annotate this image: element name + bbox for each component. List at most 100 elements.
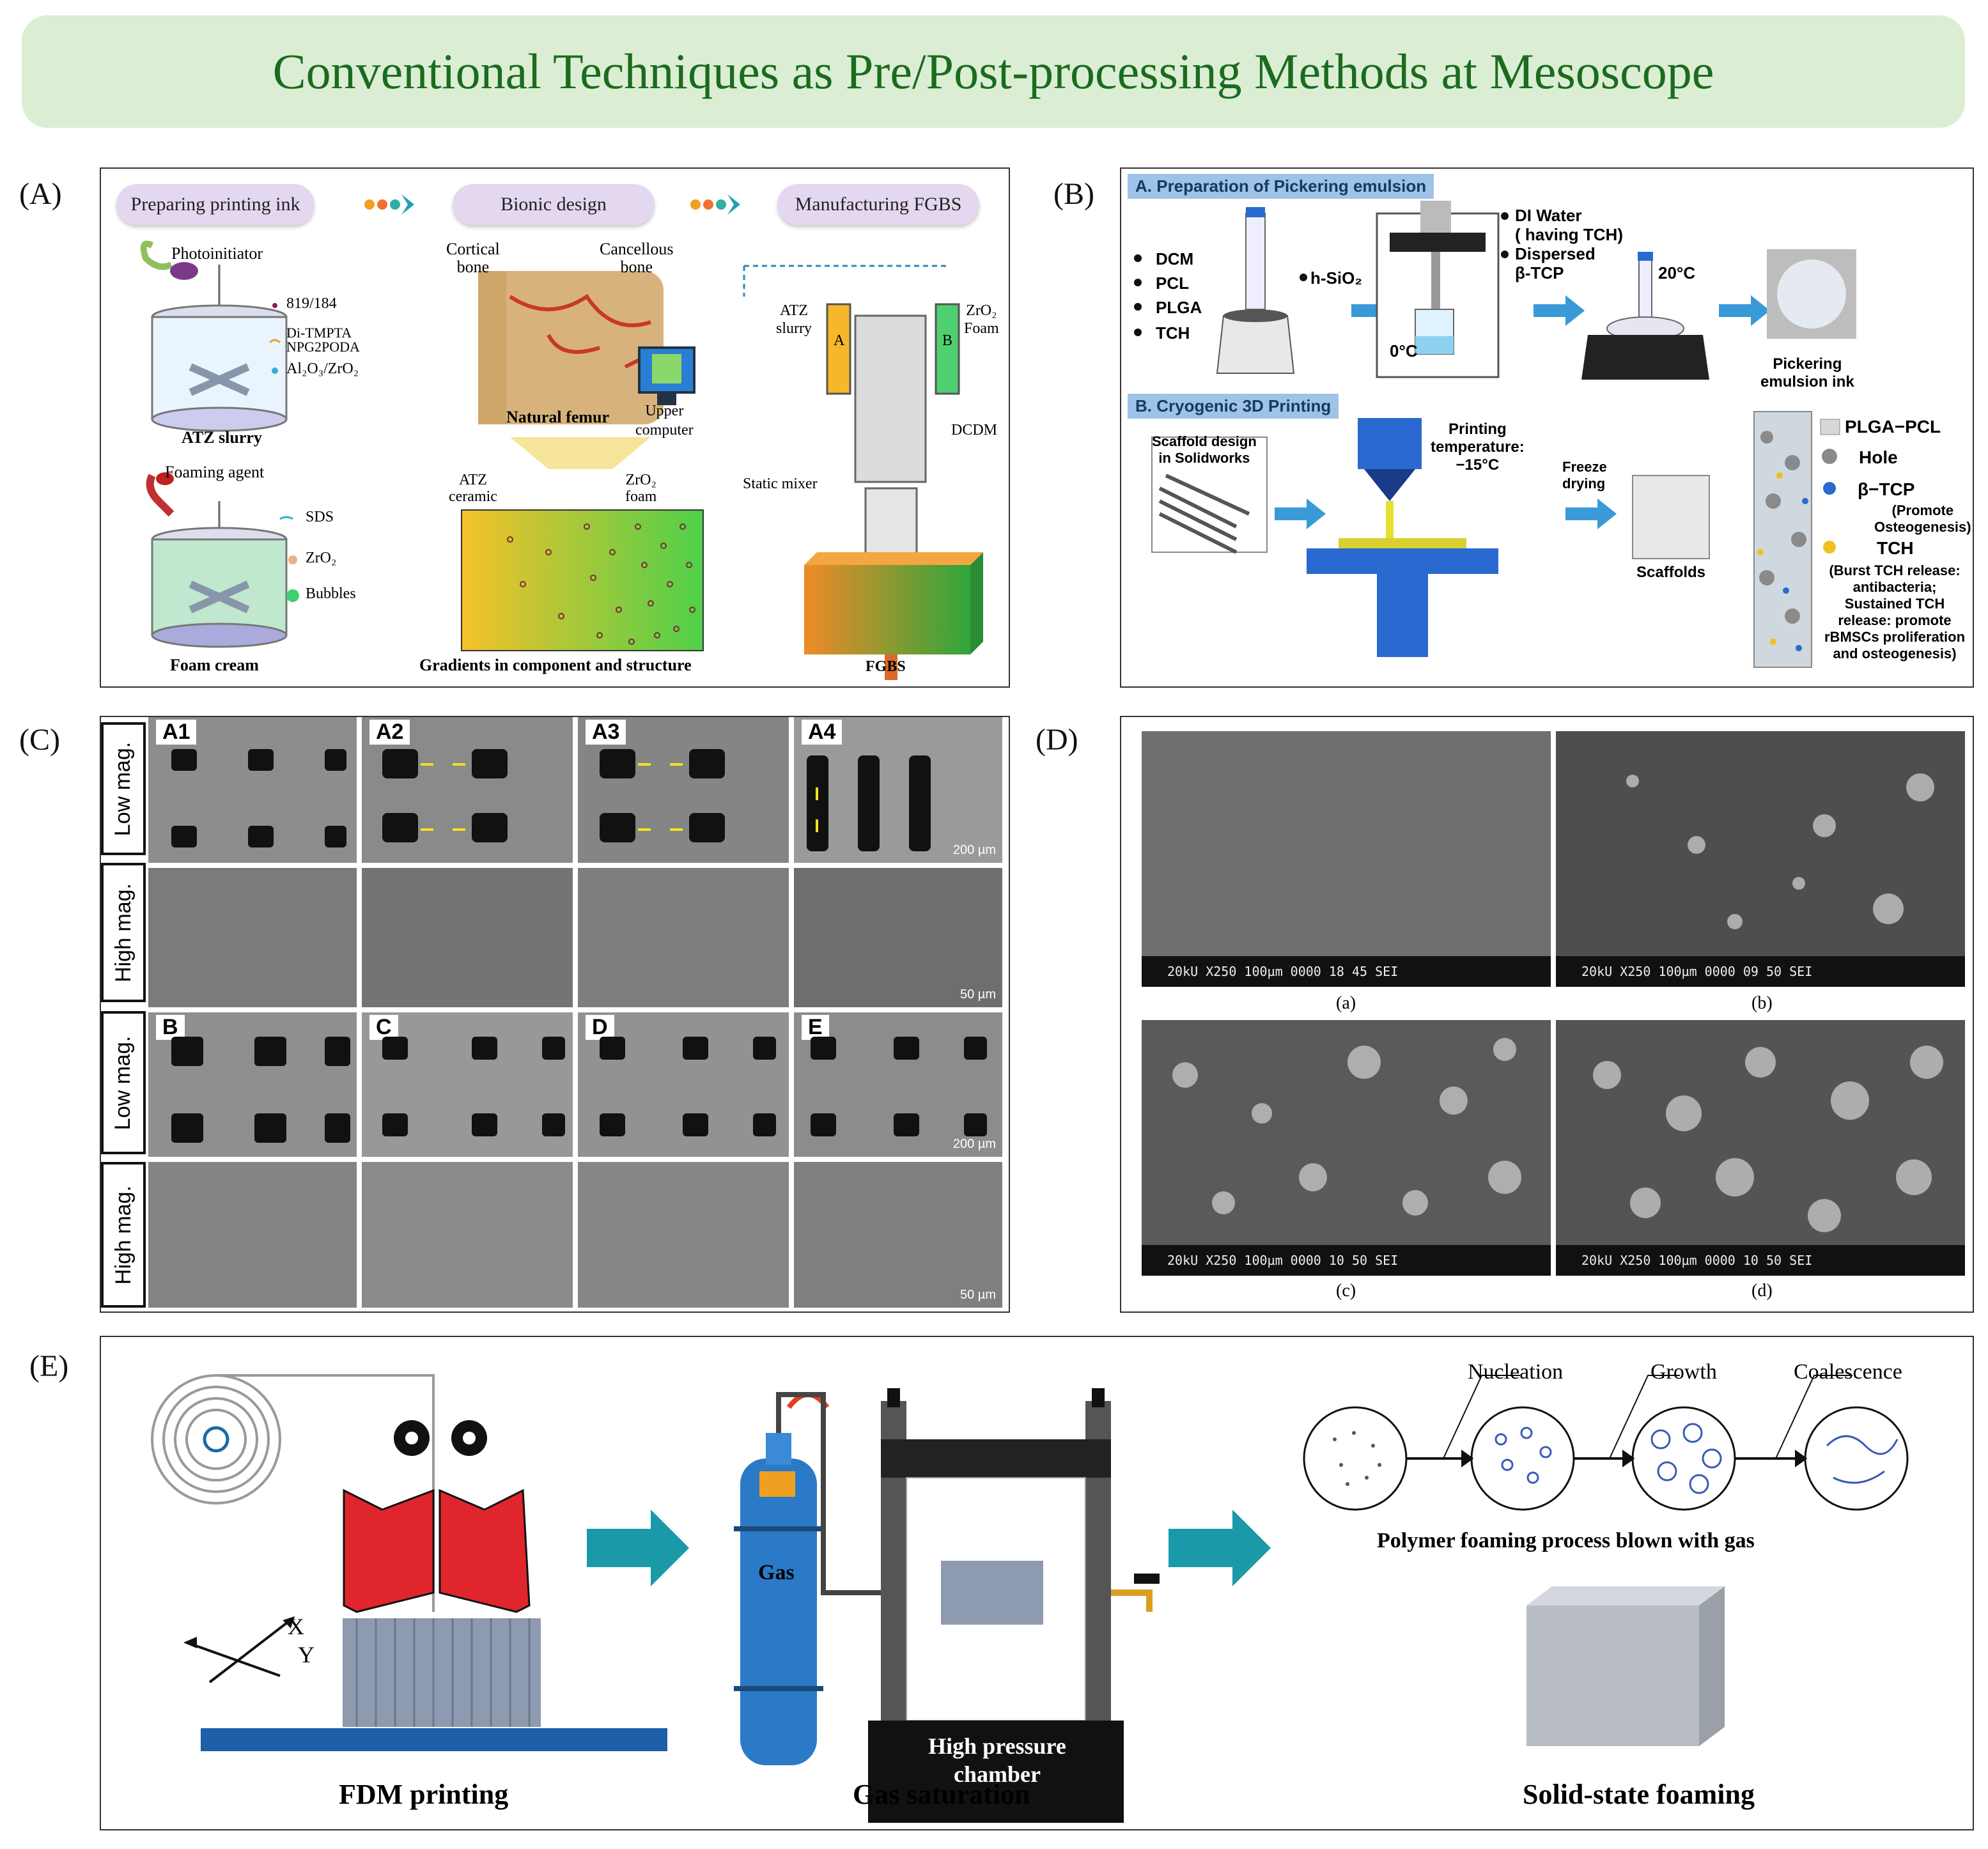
foaming-process-label: Polymer foaming process blown with gas [1377,1529,1755,1552]
sem-d-high [578,1162,789,1308]
scaffold-design-icon [1158,474,1250,554]
scaffolds-label: Scaffolds [1636,564,1706,581]
sem-a4-high: 50 µm [794,868,1002,1007]
legend-tch: TCH [1877,538,1914,558]
nozzle-b-label: B [942,332,953,349]
caption-solid-state-foaming: Solid-state foaming [1523,1779,1755,1810]
row-label-low-1: Low mag. [101,722,146,855]
sem-b-low: B [148,1012,357,1157]
ingredient-tch: TCH [1156,323,1190,343]
panel-c: Low mag. High mag. Low mag. High mag. A1… [100,716,1010,1313]
step-preparing-ink: Preparing printing ink [116,184,315,225]
caption-d-a: (a) [1336,993,1356,1013]
caption-fdm: FDM printing [339,1779,509,1810]
caption-gas-saturation: Gas saturation [853,1779,1030,1810]
sem-d-b: 20kU X250 100µm 0000 09 50 SEI [1556,731,1965,987]
ingredient-plga: PLGA [1156,298,1202,317]
sem-d-a: 20kU X250 100µm 0000 18 45 SEI [1142,731,1551,987]
temp-0c: 0°C [1390,341,1418,360]
cryogenic-printer-icon [1307,418,1498,657]
vortex-mixer-icon [1216,207,1295,374]
sem-c-low: C [362,1012,573,1157]
gas-label: Gas [758,1561,795,1584]
atz-slurry-label: ATZ slurry [182,428,262,447]
sem-a3-low: A3 [578,717,789,863]
panel-label-d: (D) [1036,723,1078,757]
dcdm-label: DCDM [951,422,998,438]
arrow-icon [1169,1510,1271,1586]
nozzle-a-label: A [834,332,845,349]
legend-tch-release: (Burst TCH release:antibacteria;Sustaine… [1824,562,1966,661]
sem-d-c: 20kU X250 100µm 0000 10 50 SEI [1142,1020,1551,1276]
panel-e-graphics [151,1374,1909,1823]
homogenizer-icon [1376,201,1500,378]
printed-part-icon [343,1618,541,1727]
sem-b-high [148,1162,357,1308]
panel-label-c: (C) [19,723,60,757]
legend-plga-pcl: PLGA−PCL [1845,417,1941,437]
natural-femur-label: Natural femur [506,408,610,426]
fgbs-label: FGBS [866,658,906,675]
h-sio2-label: h-SiO₂ [1310,268,1362,288]
arrow-icon [1275,499,1326,529]
gradients-label: Gradients in component and structure [419,656,692,674]
legend-zro2: ZrO₂ [306,550,337,566]
legend-al2o3: Al₂O₃/ZrO₂ [286,360,359,377]
sem-a3-high [578,868,789,1007]
row-label-high-1: High mag. [101,863,146,1002]
y-axis-label: Y [298,1642,315,1667]
temp-20c: 20°C [1658,263,1696,282]
row-label-low-2: Low mag. [101,1011,146,1154]
gas-cylinder-icon [734,1392,881,1765]
legend-sds: SDS [306,509,334,525]
arrow-icon [587,1510,689,1586]
legend-npg2poda: NPG2PODA [286,339,360,355]
ingredient-dcm: DCM [1156,249,1194,268]
scaffold-sample-icon [1632,475,1710,559]
panel-d: 20kU X250 100µm 0000 18 45 SEI 20kU X250… [1120,716,1974,1313]
panel-label-e: (E) [29,1349,69,1383]
sem-d-low: D [578,1012,789,1157]
panel-b: A. Preparation of Pickering emulsion B. … [1120,167,1974,688]
build-plate [201,1728,667,1751]
stage-growth: Growth [1650,1360,1717,1384]
panel-a: Preparing printing ink Bionic design Man… [100,167,1010,688]
sem-a2-low: A2 [362,717,573,863]
natural-femur-image [478,271,665,424]
gradient-box [461,509,704,651]
sem-e-high: 50 µm [794,1162,1002,1308]
stage-nucleation: Nucleation [1468,1360,1564,1384]
panel-a-graphics [140,194,983,680]
scaffold-cross-section-icon [1753,411,1812,668]
gradient-pores [507,523,695,645]
legend-819: 819/184 [286,295,337,312]
caption-d-d: (d) [1751,1281,1773,1301]
photoinitiator-label: Photoinitiator [171,244,263,263]
foamed-scaffold-icon [1526,1586,1725,1746]
sem-c-high [362,1162,573,1308]
header-pickering: A. Preparation of Pickering emulsion [1128,174,1434,199]
static-mixer-label: Static mixer [743,476,818,492]
step-manufacturing: Manufacturing FGBS [777,184,979,225]
step-bionic-design: Bionic design [453,184,655,225]
axis-icon [183,1616,295,1683]
legend-btcp: β−TCP [1858,479,1915,499]
legend-bubbles: Bubbles [306,585,356,602]
header-cryogenic: B. Cryogenic 3D Printing [1128,394,1339,419]
print-head-icon [343,1489,435,1613]
ingredient-pcl: PCL [1156,274,1189,293]
